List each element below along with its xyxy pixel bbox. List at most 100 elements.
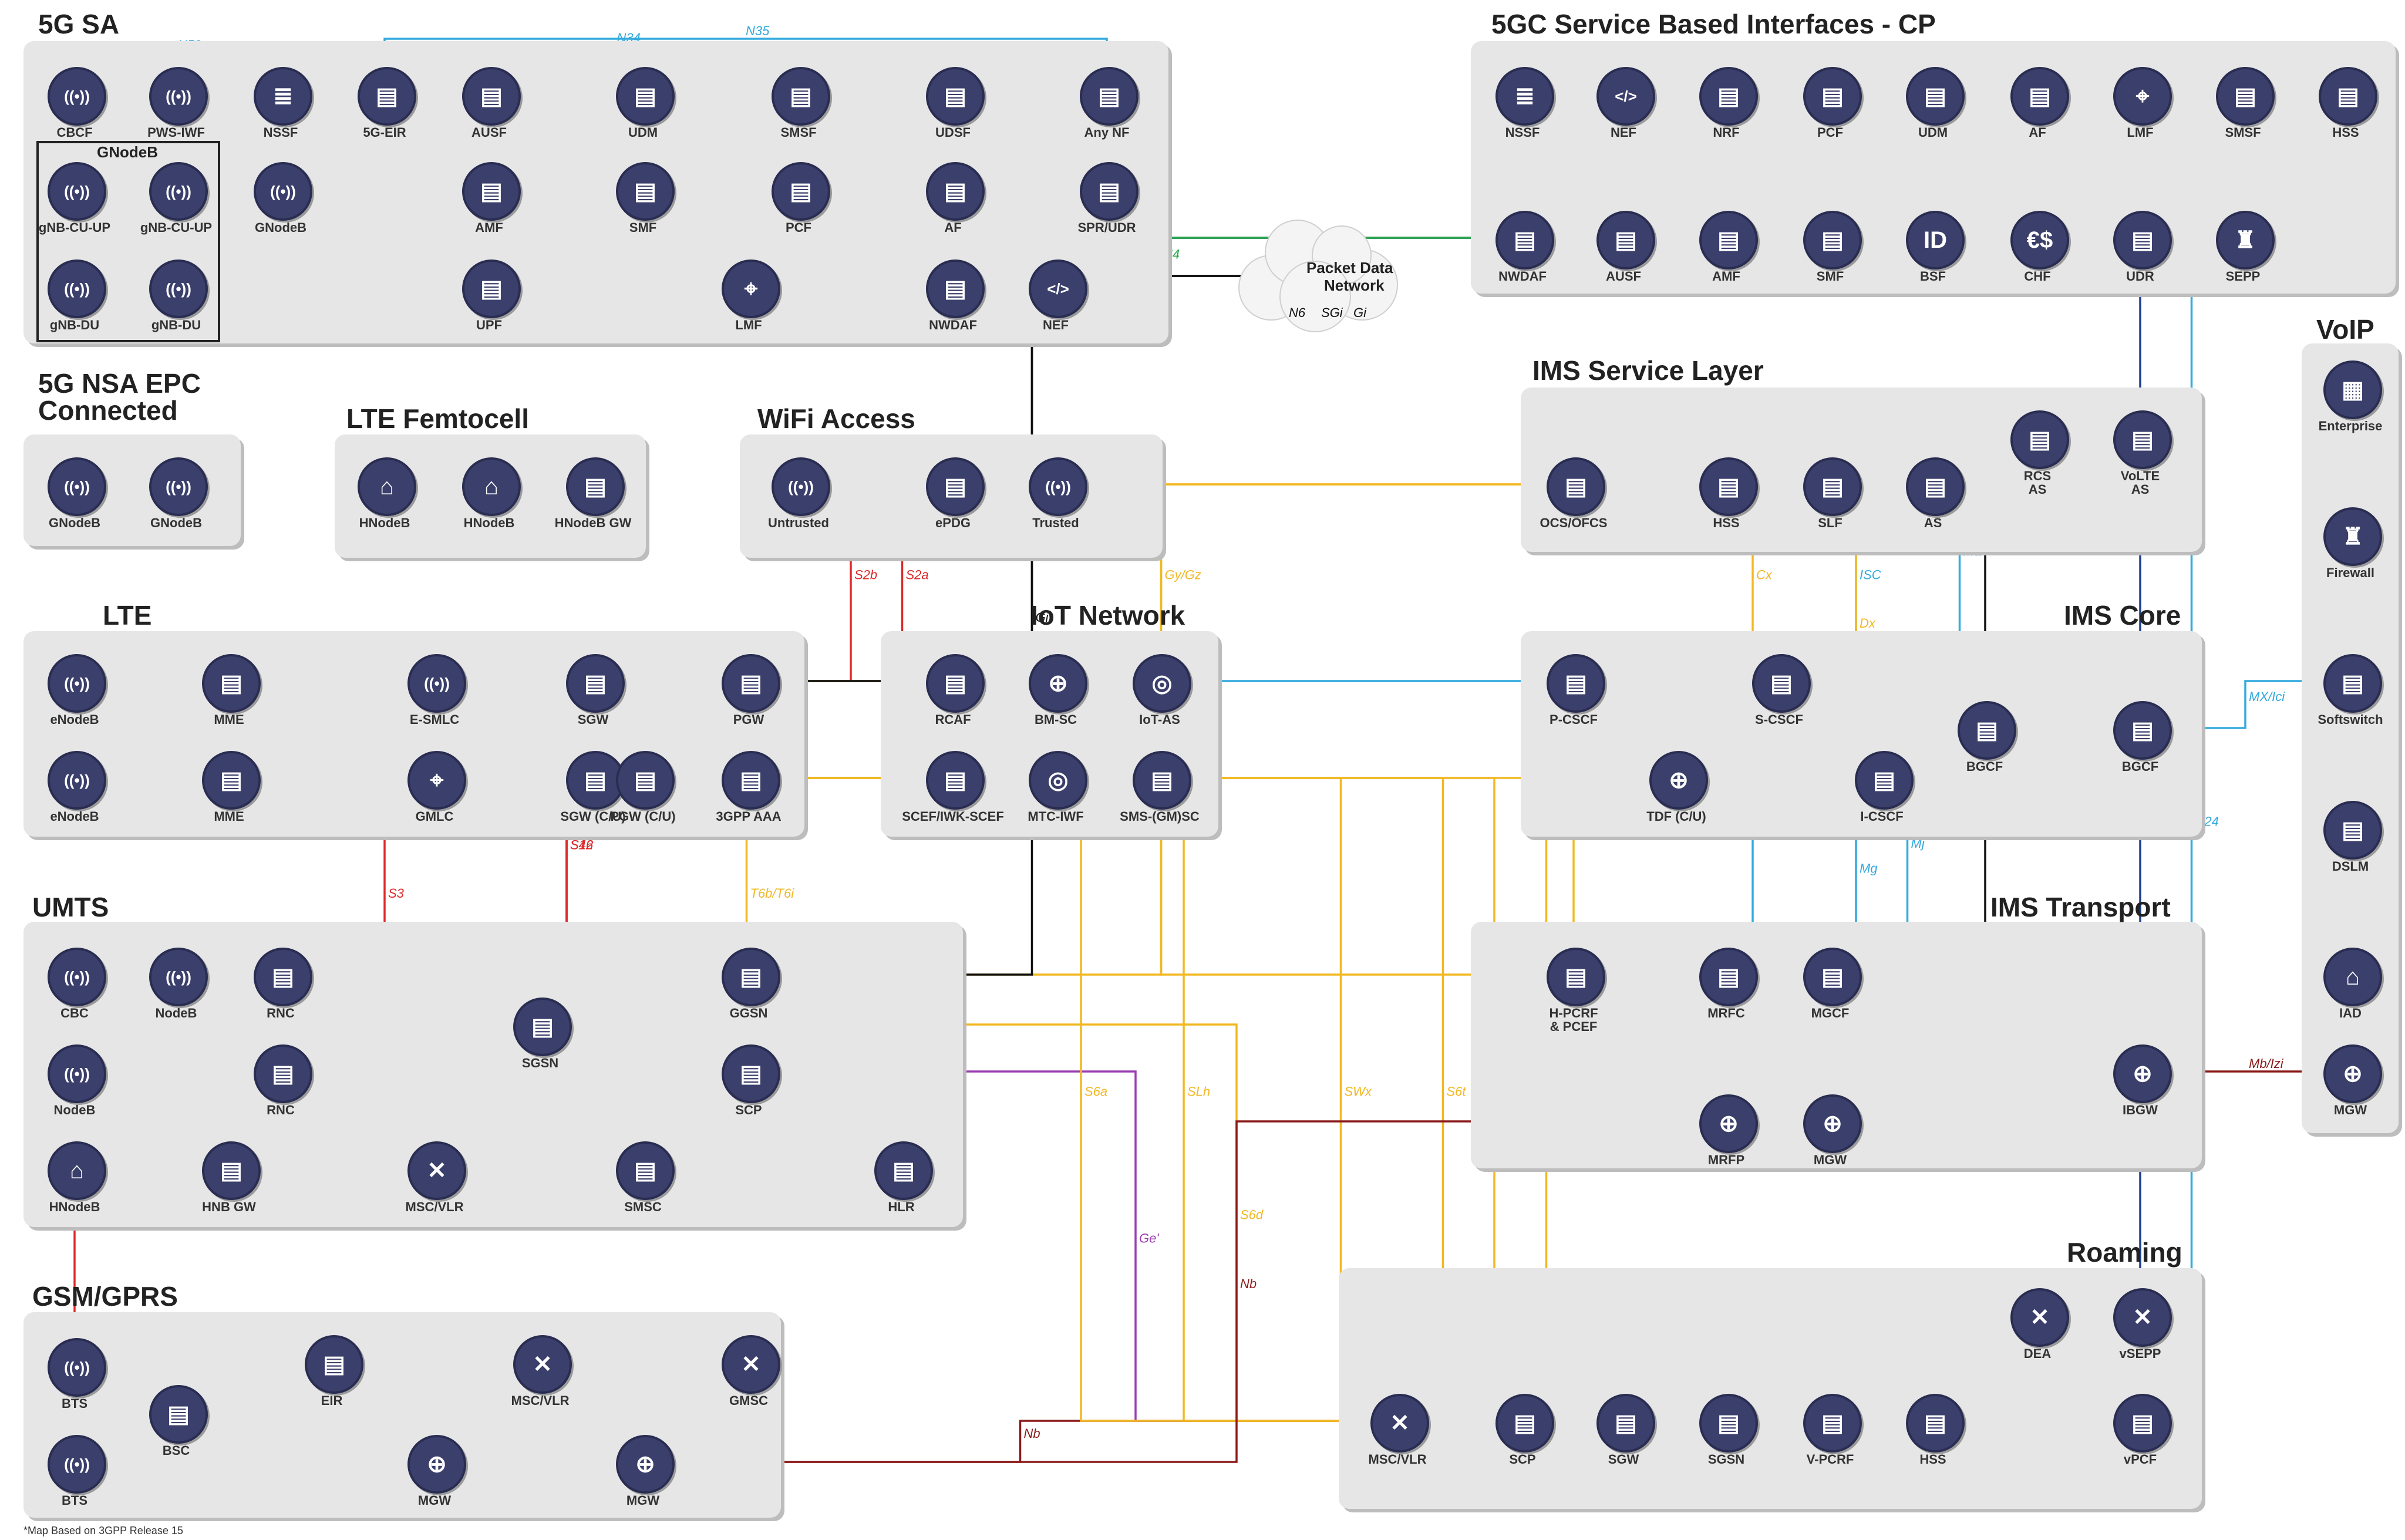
node-label: Trusted [1032,515,1079,530]
panel-title-umts: UMTS [32,892,109,922]
switch-icon: ✕ [513,1335,572,1394]
node-label: SMSF [2225,125,2261,140]
panel-ims_core [1521,631,2202,837]
node-label: MME [214,712,244,727]
server-icon: ▤ [1699,67,1758,126]
node-label: LMF [735,318,762,332]
antenna-icon: ((•)) [48,1435,106,1494]
server-icon: ▤ [1547,948,1605,1006]
node-label: CBCF [56,125,93,140]
panel-title-nsa: 5G NSA EPC Connected [38,368,201,426]
node-label: IBGW [2123,1103,2158,1117]
node-label: E-SMLC [409,712,460,727]
server-icon: ▤ [2323,801,2382,860]
node-label: MSC/VLR [511,1393,570,1408]
link-label: S4 [570,838,586,852]
server-icon: ▤ [1803,457,1862,516]
node-label: HNodeB [49,1199,100,1214]
link-label: Gy/Gz [1165,568,1201,582]
server-icon: ▤ [1803,948,1862,1006]
server-icon: ▤ [513,998,572,1056]
cloud-label-line: Network [1324,277,1385,294]
server-icon: ▤ [1803,1394,1862,1453]
globe-icon: ◎ [1133,654,1191,713]
server-icon: ▤ [1495,211,1554,269]
panel-title-ims_tr: IMS Transport [1990,892,2171,922]
server-icon: ▤ [1699,457,1758,516]
node-label: AF [2029,125,2046,140]
server-icon: ▤ [1906,67,1965,126]
node-label: gNB-DU [49,318,100,332]
server-icon: ▤ [1547,654,1605,713]
router-icon: ⊕ [1699,1094,1758,1153]
panel-ims_sl [1521,387,2202,552]
link-label: ISC [1860,568,1881,582]
code-icon: </> [1029,260,1087,318]
node-label: MGCF [1811,1006,1850,1020]
link-label: SWx [1345,1084,1372,1099]
node-label: SGW [577,712,609,727]
server-icon: ▤ [2113,1394,2172,1453]
server-lock-icon: ▤ [1596,211,1655,269]
node-label: GMLC [415,809,454,824]
link-label: SLh [1187,1084,1210,1099]
node-label: CHF [2024,269,2051,284]
pin-icon: ⌖ [2113,67,2172,126]
panel-title-iot: IoT Network [1030,600,1185,631]
server-icon: ▤ [926,162,985,221]
panel-title-5gc: 5GC Service Based Interfaces - CP [1491,9,1936,39]
panel-title-femto: LTE Femtocell [346,403,529,434]
link-label: S3 [388,886,405,901]
antenna-icon: ((•)) [772,457,830,516]
node-label: eNodeB [50,712,99,727]
server-icon: ▤ [616,162,675,221]
id-icon: ID [1906,211,1965,269]
panel-title-gsm: GSM/GPRS [32,1281,178,1312]
node-label: gNB-CU-UP [140,220,213,235]
home-icon: ⌂ [48,1141,106,1200]
server-icon: ▤ [2319,67,2377,126]
server-icon: ▤ [358,67,416,126]
server-icon: ▤ [926,260,985,318]
antenna-icon: ((•)) [407,654,466,713]
node-label: SGW (C/U) [560,809,626,824]
switch-icon: ✕ [722,1335,780,1394]
router-icon: ⊕ [407,1435,466,1494]
node-label: BM-SC [1034,712,1077,727]
node-label: SMF [629,220,657,235]
link-label: S6t [1447,1084,1467,1099]
server-icon: ▤ [2323,654,2382,713]
antenna-icon: ((•)) [48,948,106,1006]
link-label: Dx [1860,616,1876,631]
home-icon: ⌂ [462,457,521,516]
panel-title-roaming: Roaming [2067,1237,2182,1268]
building-icon: ▦ [2323,360,2382,419]
server-icon: ▤ [1958,701,2016,760]
node-label: RNC [267,1006,295,1020]
node-label: eNodeB [50,809,99,824]
node-label: Firewall [2326,565,2374,580]
server-icon: ▤ [254,1044,312,1103]
node-label: Any NF [1084,125,1130,140]
node-label: AS [1924,515,1942,530]
node-label: HLR [888,1199,915,1214]
node-label: VoLTE AS [2120,469,2160,497]
antenna-icon: ((•)) [48,67,106,126]
node-label: HSS [1713,515,1740,530]
node-label: V-PCRF [1806,1452,1854,1467]
router-icon: ⊕ [2113,1044,2172,1103]
node-label: BGCF [1966,759,2003,774]
node-label: GNodeB [150,515,202,530]
node-label: PGW (C/U) [610,809,676,824]
server-icon: ▤ [2113,410,2172,469]
server-icon: ▤ [1906,457,1965,516]
node-label: MRFP [1707,1153,1745,1167]
node-label: NWDAF [1498,269,1547,284]
antenna-icon: ((•)) [149,948,208,1006]
node-label: DEA [2023,1346,2052,1361]
node-label: MGW [1813,1153,1847,1167]
server-icon: ▤ [926,67,985,126]
node-label: DSLM [2332,859,2369,874]
switch-lock-icon: ✕ [2113,1288,2172,1347]
node-label: 3GPP AAA [716,809,782,824]
